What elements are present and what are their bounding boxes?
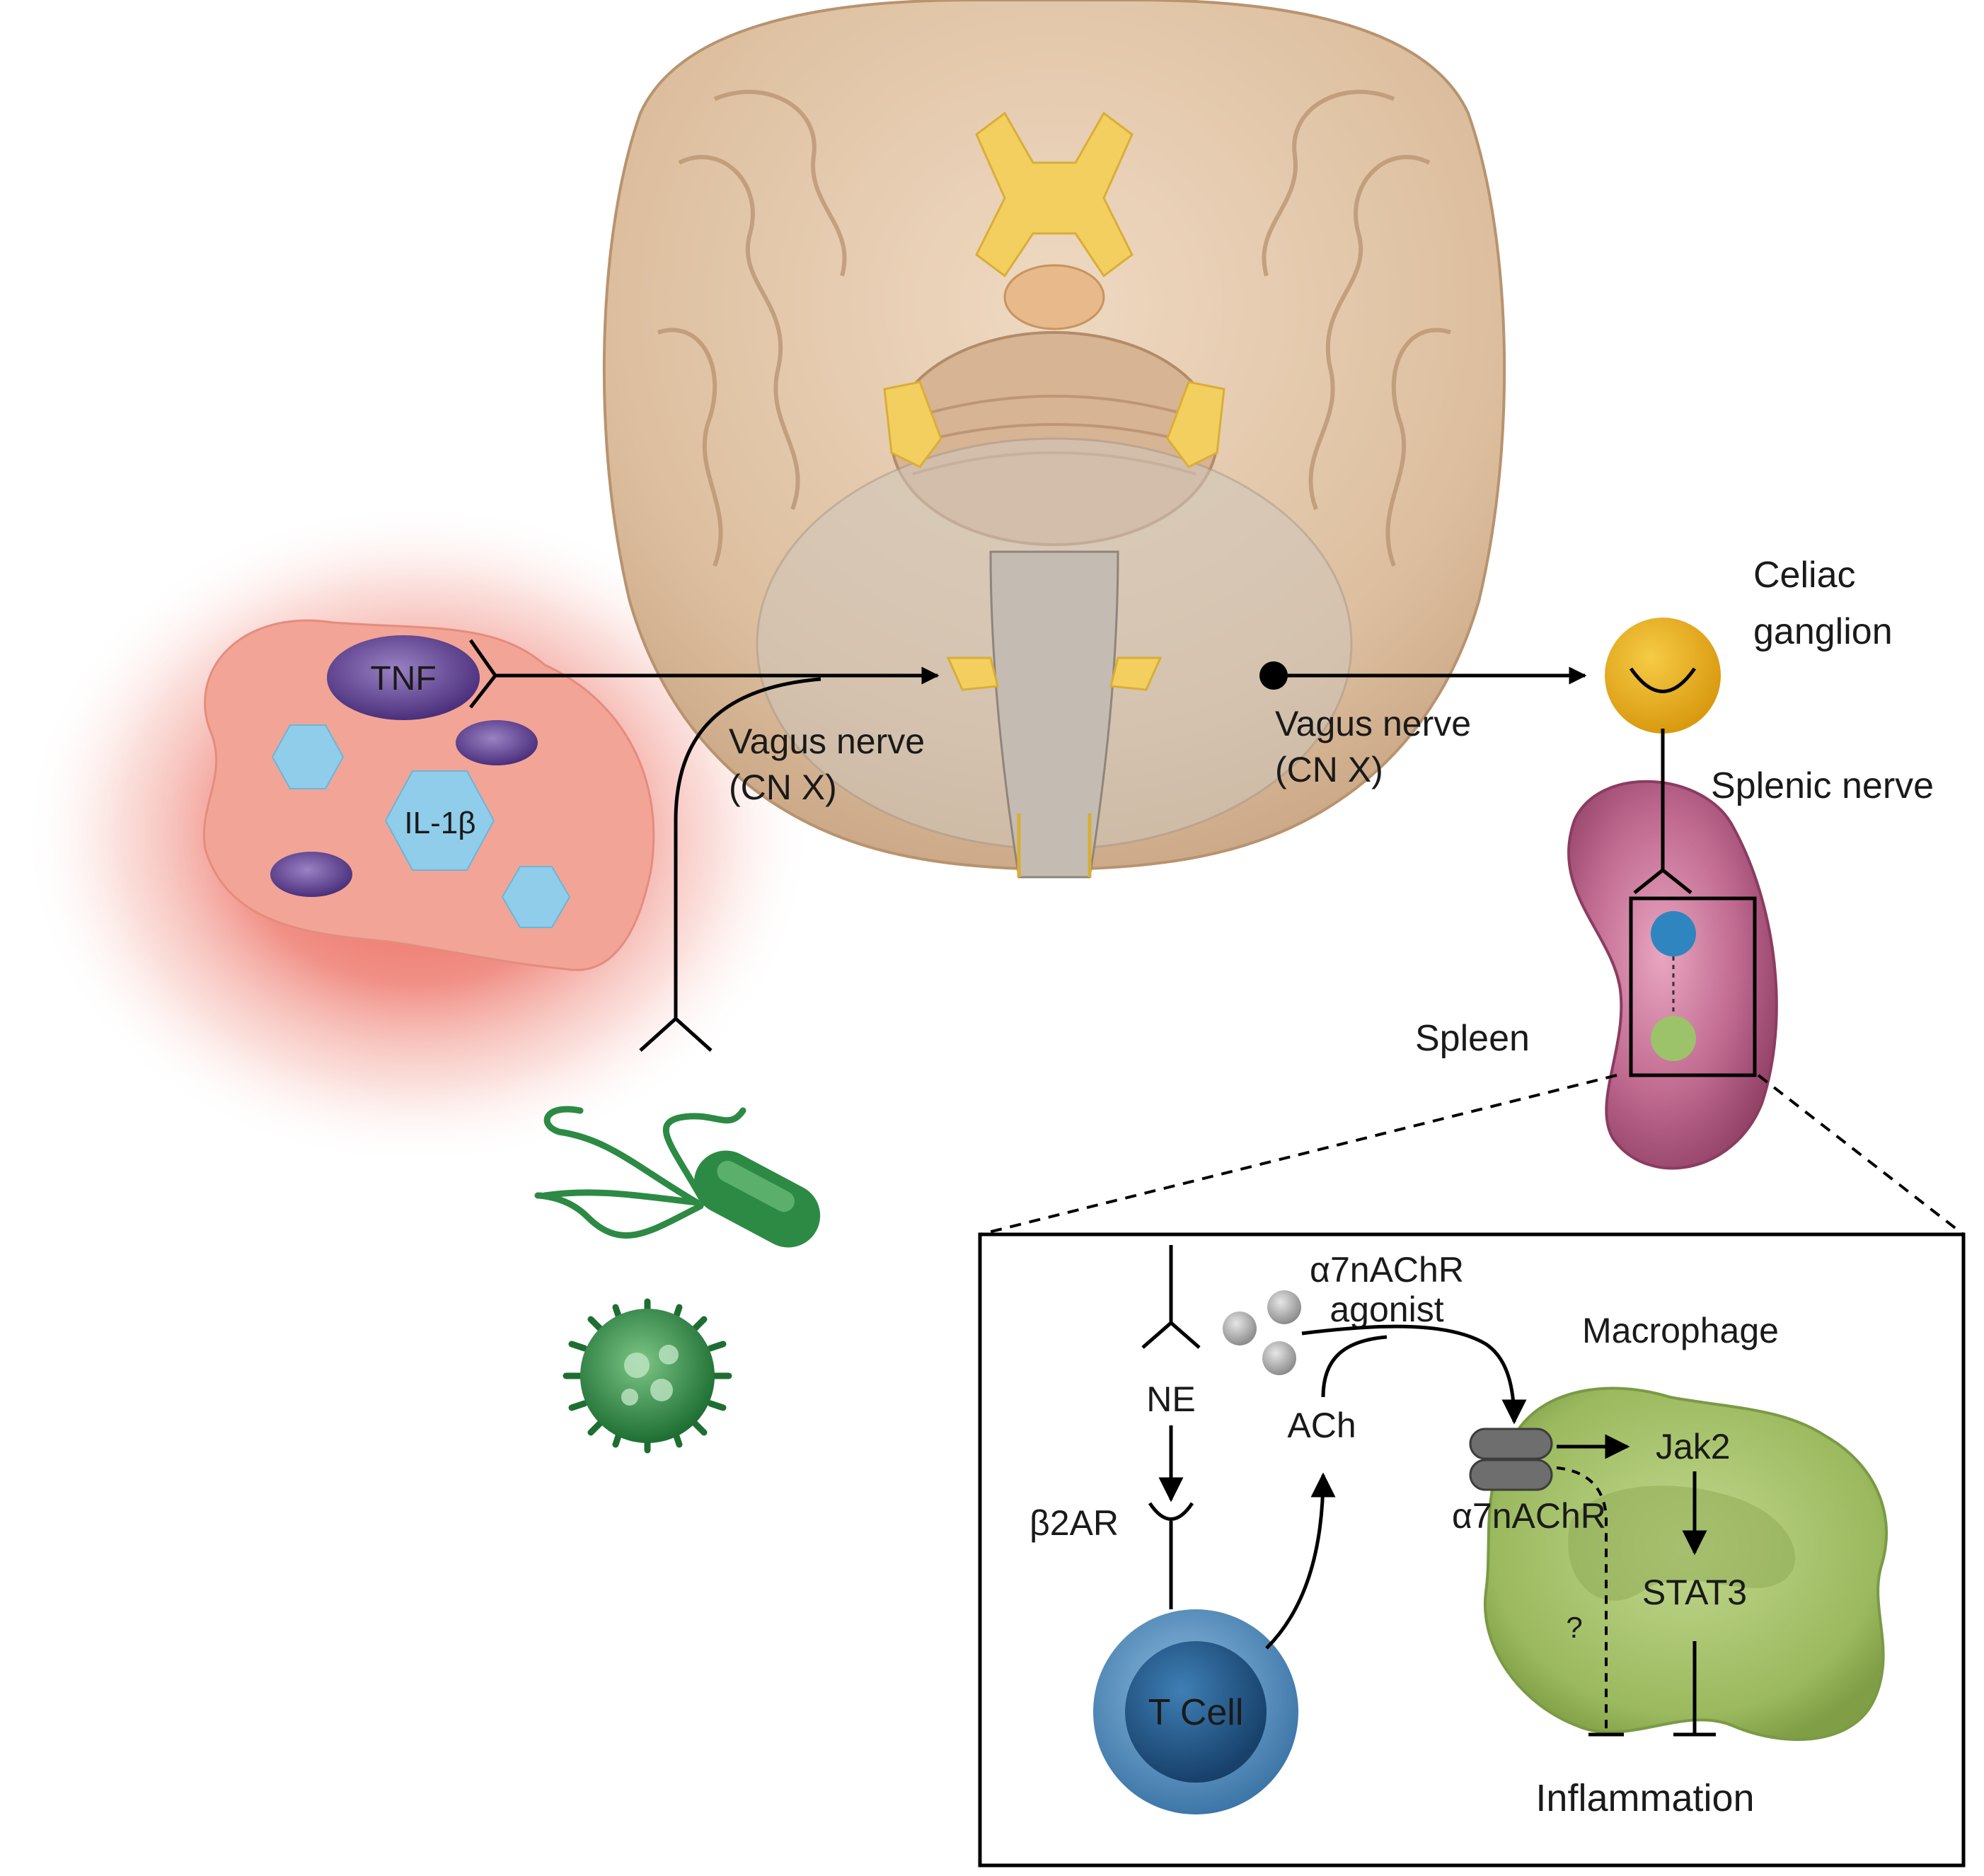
efferent-pathway: Vagus nerve (CN X)	[1259, 661, 1587, 789]
tcell-to-ach-arrow	[1265, 1472, 1336, 1650]
trigeminal-nerve-left	[883, 381, 942, 468]
zoom-line-right	[1757, 1074, 1965, 1236]
celiac-synapse-symbol	[1629, 667, 1697, 693]
ne-label: NE	[1146, 1379, 1195, 1419]
jak2-label: Jak2	[1656, 1427, 1731, 1466]
optic-chiasm	[975, 111, 1134, 278]
receptor-label: α7nAChR	[1452, 1496, 1606, 1536]
tnf-oval	[327, 635, 480, 720]
afferent-label-line1: Vagus nerve	[729, 722, 925, 761]
ach-to-receptor-line	[1321, 1335, 1388, 1398]
flagella	[534, 1106, 746, 1239]
il1b-label: IL-1β	[404, 806, 475, 840]
celiac-ganglion-circle	[1605, 618, 1721, 734]
vagus-root-right	[1109, 656, 1163, 691]
il1b-hexagon	[384, 770, 495, 871]
virus-body	[580, 1309, 715, 1443]
brain-gyri	[657, 90, 1451, 567]
cytokine-oval	[270, 852, 352, 897]
pathogens	[534, 1106, 821, 1454]
cytokine-oval	[456, 720, 538, 765]
unknown-mechanism-label: ?	[1566, 1611, 1582, 1644]
pathogen-receptor-symbol	[639, 1016, 713, 1052]
agonist-label-line2: agonist	[1330, 1290, 1443, 1329]
agonist-label-line1: α7nAChR	[1310, 1250, 1464, 1290]
brain	[602, 0, 1506, 879]
inflammation-label: Inflammation	[1535, 1777, 1754, 1819]
a7nachr-receptor-upper	[1469, 1428, 1553, 1460]
cranial-nerve-rootlets	[1017, 813, 1092, 877]
b2ar-label: β2AR	[1030, 1503, 1119, 1543]
trigeminal-nerve-right	[1166, 381, 1225, 468]
celiac-ganglion: Celiac ganglion	[1605, 555, 1893, 734]
cytokine-hexagon	[501, 866, 571, 928]
virus-spots	[621, 1345, 679, 1406]
agonist-molecule	[1267, 1290, 1301, 1324]
afferent-pathway: Vagus nerve (CN X)	[468, 639, 940, 1052]
inflamed-tissue: TNF IL-1β	[21, 502, 814, 1167]
macrophage-nucleus	[1568, 1486, 1796, 1601]
celiac-label-line1: Celiac	[1753, 555, 1856, 596]
tnf-label: TNF	[370, 660, 436, 697]
efferent-label-line1: Vagus nerve	[1275, 704, 1471, 743]
ne-terminal	[1141, 1320, 1201, 1349]
splenic-nerve-label: Splenic nerve	[1711, 765, 1934, 806]
a7nachr-receptor-lower	[1469, 1459, 1553, 1491]
bacterium-highlight	[717, 1160, 795, 1212]
splenic-nerve-terminal	[1633, 867, 1692, 894]
ach-label: ACh	[1287, 1406, 1356, 1445]
afferent-label-line2: (CN X)	[729, 768, 837, 807]
tcell-label: T Cell	[1148, 1692, 1244, 1733]
stat3-label: STAT3	[1642, 1573, 1747, 1612]
virus	[563, 1298, 732, 1454]
spleen-zoom-box	[1629, 896, 1757, 1077]
splenic-nerve: Splenic nerve	[1633, 729, 1934, 894]
celiac-label-line2: ganglion	[1753, 611, 1893, 652]
agonist-molecule	[1223, 1312, 1257, 1345]
mammillary-bodies	[1003, 264, 1105, 330]
afferent-arrow-pathogen	[674, 677, 821, 1019]
spleen-tcell-dot	[1651, 911, 1696, 956]
macrophage-label: Macrophage	[1582, 1311, 1779, 1350]
vagus-root-left	[946, 656, 999, 691]
spleen-label: Spleen	[1415, 1018, 1530, 1059]
b2ar-receptor-symbol	[1148, 1502, 1194, 1521]
spleen-macrophage-dot	[1651, 1016, 1696, 1061]
cytokine-hexagon	[271, 724, 345, 789]
inset-panel: NE β2AR T Cell ACh α7nAChR agonist Macro…	[978, 1232, 1966, 1868]
zoom-line-left	[979, 1074, 1617, 1236]
efferent-label-line2: (CN X)	[1275, 750, 1383, 789]
agonist-molecule	[1262, 1341, 1296, 1375]
spleen: Spleen	[1415, 780, 1778, 1170]
tcell-nucleus	[1125, 1641, 1267, 1783]
agonist-to-receptor-arrow	[1301, 1324, 1527, 1425]
